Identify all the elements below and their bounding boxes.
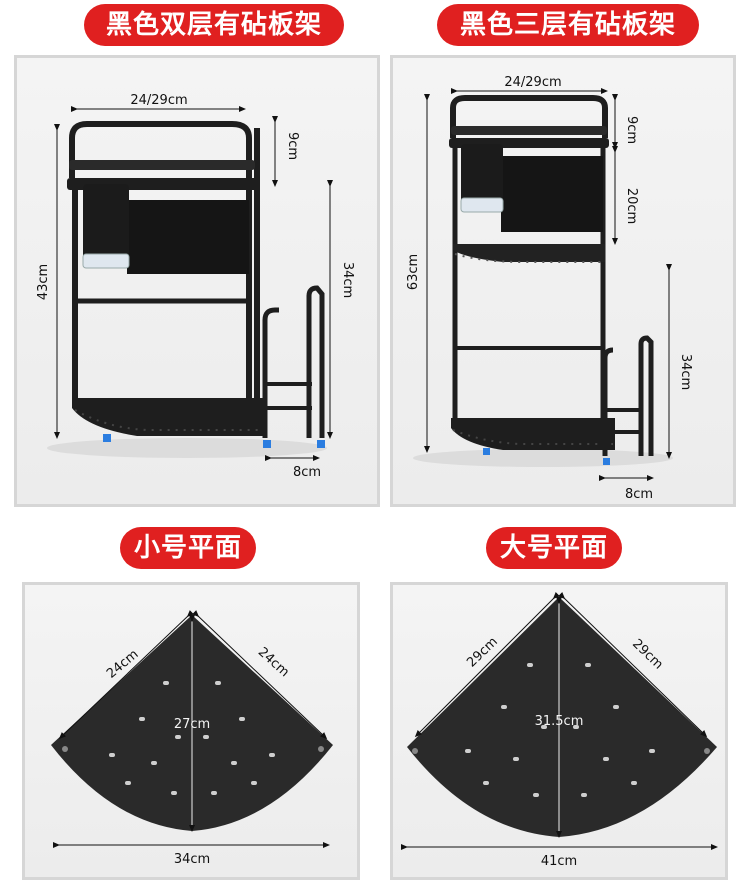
two-tier-board-width-label: 8cm (293, 465, 321, 480)
three-tier-top-gap-label: 9cm (624, 116, 639, 144)
panel-two-tier-rack: 24/29cm 9cm 43cm 34cm 8cm (14, 55, 380, 507)
three-tier-height-label: 63cm (406, 254, 421, 290)
three-tier-board-height-label: 34cm (678, 354, 693, 390)
large-bottom-label: 41cm (541, 854, 577, 869)
three-tier-rack-illustration: 24/29cm 9cm 20cm 63cm 34cm 8cm (406, 75, 693, 502)
panel-large-plane: 29cm 29cm 31.5cm 41cm (390, 582, 728, 880)
two-tier-width-label: 24/29cm (130, 93, 187, 108)
title-two-tier: 黑色双层有砧板架 (84, 4, 344, 46)
small-plane-illustration: 24cm 24cm 27cm 34cm (51, 610, 333, 867)
two-tier-top-gap-label: 9cm (285, 132, 300, 160)
two-tier-board-height-label: 34cm (340, 262, 355, 298)
small-bottom-label: 34cm (174, 852, 210, 867)
three-tier-board-width-label: 8cm (625, 487, 653, 502)
panel-small-plane: 24cm 24cm 27cm 34cm (22, 582, 360, 880)
panel-three-tier-rack: 24/29cm 9cm 20cm 63cm 34cm 8cm (390, 55, 736, 507)
title-three-tier: 黑色三层有砧板架 (437, 4, 699, 46)
three-tier-middle-gap-label: 20cm (624, 188, 639, 224)
small-center-label: 27cm (174, 717, 210, 732)
three-tier-width-label: 24/29cm (504, 75, 561, 90)
two-tier-rack-illustration: 24/29cm 9cm 43cm 34cm 8cm (36, 93, 355, 480)
title-small-plane: 小号平面 (120, 527, 256, 569)
title-large-plane: 大号平面 (486, 527, 622, 569)
large-center-label: 31.5cm (535, 714, 584, 729)
two-tier-height-label: 43cm (36, 264, 51, 300)
large-plane-illustration: 29cm 29cm 31.5cm 41cm (401, 592, 718, 869)
